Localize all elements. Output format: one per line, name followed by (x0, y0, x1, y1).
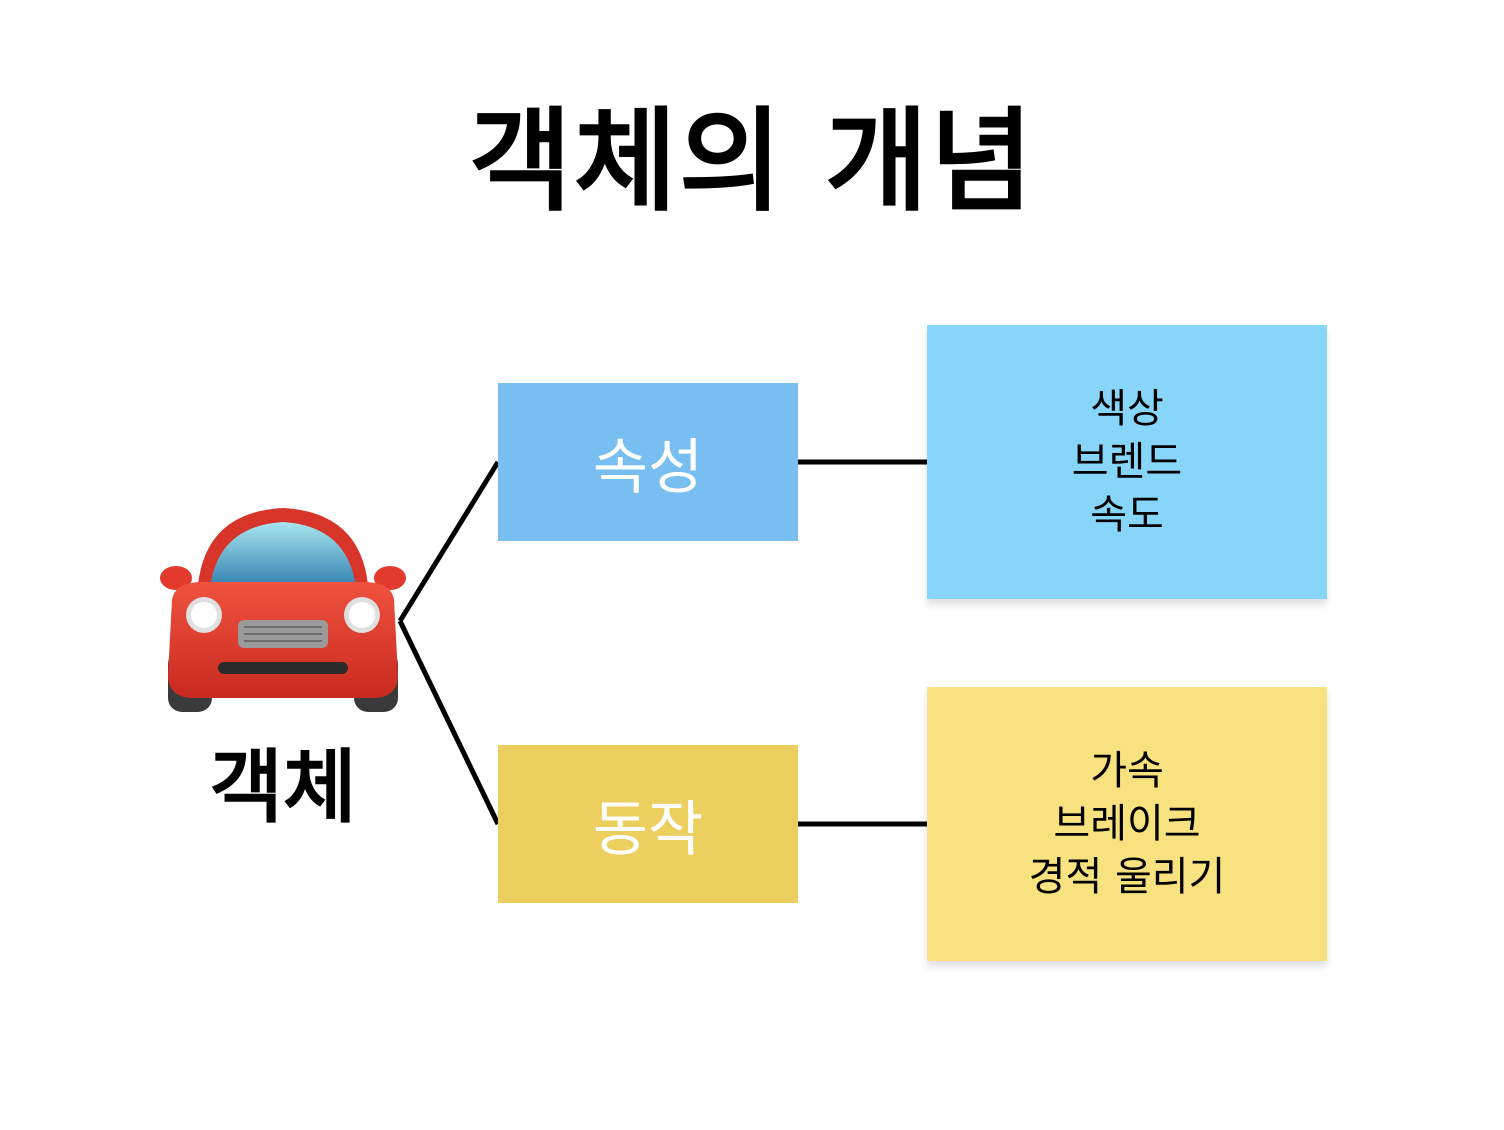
attributes-detail-box: 색상 브렌드 속도 (927, 325, 1327, 599)
actions-box: 동작 (498, 745, 798, 903)
attribute-item-speed: 속도 (1090, 492, 1164, 538)
connector-object-to-attributes (397, 460, 501, 623)
attributes-box: 속성 (498, 383, 798, 541)
connector-object-to-actions (397, 619, 501, 826)
action-item-accelerate: 가속 (1090, 748, 1164, 794)
attributes-label: 속성 (592, 432, 704, 503)
action-item-brake: 브레이크 (1053, 801, 1201, 847)
attribute-item-color: 색상 (1090, 386, 1164, 432)
actions-label: 동작 (592, 794, 704, 865)
diagram-title: 객체의 개념 (468, 97, 1036, 227)
action-item-honk: 경적 울리기 (1028, 854, 1226, 900)
actions-detail-box: 가속 브레이크 경적 울리기 (927, 687, 1327, 961)
attribute-item-brand: 브렌드 (1071, 439, 1183, 485)
car-icon (160, 508, 406, 712)
object-label: 객체 (209, 741, 357, 834)
